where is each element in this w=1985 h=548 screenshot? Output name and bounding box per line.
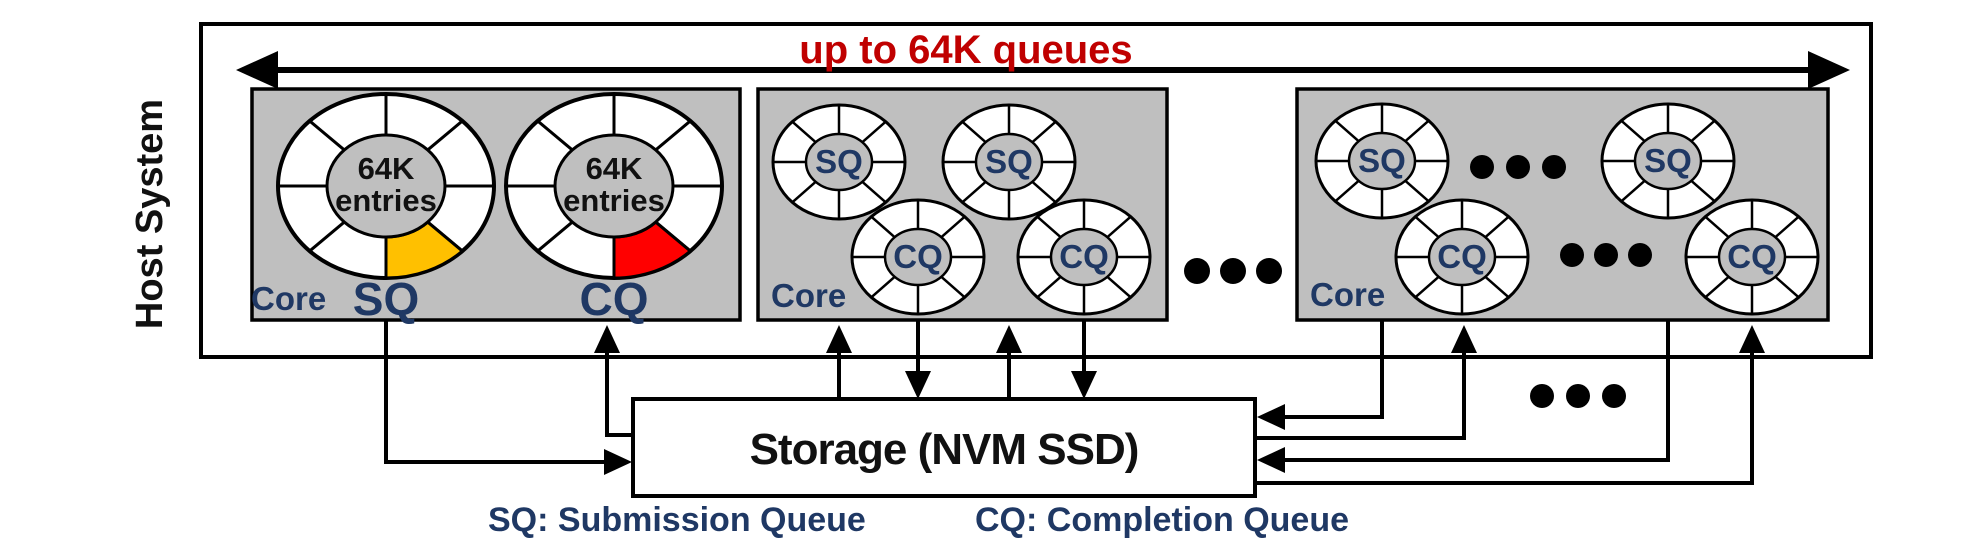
- core1-cq-capacity-line1: 64K: [586, 151, 643, 186]
- arrowhead-left-icon: [1257, 447, 1285, 473]
- core3-sq1-wheel: SQ: [1314, 102, 1450, 220]
- core2-sq2-label: SQ: [985, 143, 1033, 180]
- core3-sq1-label: SQ: [1358, 142, 1406, 179]
- span-arrow-right-head-icon: [1808, 51, 1850, 89]
- arrow-storage-to-core1-cq: [594, 325, 633, 437]
- arrow-core2-cq2-to-storage: [1071, 321, 1097, 399]
- arrowhead-up-icon: [594, 325, 620, 353]
- arrow-storage-to-core2-sq1: [826, 325, 852, 399]
- core3-sq2-label: SQ: [1644, 142, 1692, 179]
- core3-cq1-wheel: CQ: [1394, 198, 1530, 316]
- core1-cq-wheel: 64K entries: [504, 92, 724, 280]
- span-arrow: [236, 51, 1850, 89]
- core2-cq2-wheel: CQ: [1016, 198, 1152, 316]
- ellipsis-dots-core3-cq-row-icon: [1560, 243, 1652, 267]
- storage-label: Storage (NVM SSD): [750, 425, 1139, 474]
- arrowhead-right-icon: [604, 449, 632, 475]
- core2-cq1-label: CQ: [893, 238, 943, 275]
- core1-label: Core: [251, 280, 326, 317]
- arrow-core3-sq2-to-storage: [1257, 321, 1670, 473]
- arrow-storage-to-core2-sq2: [996, 325, 1022, 399]
- diagram-title: up to 64K queues: [799, 28, 1132, 72]
- arrowhead-up-icon: [1739, 325, 1765, 353]
- arrowhead-down-icon: [905, 371, 931, 399]
- arrow-storage-to-core3-cq2: [1255, 325, 1765, 485]
- core1-cq-capacity-line2: entries: [563, 183, 665, 218]
- ellipsis-dots-more-connections-icon: [1530, 384, 1626, 408]
- core1-sq-label: SQ: [353, 273, 419, 325]
- core3-cq2-wheel: CQ: [1684, 198, 1820, 316]
- core2-label: Core: [771, 277, 846, 314]
- core2-cq1-wheel: CQ: [850, 198, 986, 316]
- legend-cq: CQ: Completion Queue: [975, 501, 1349, 539]
- arrowhead-down-icon: [1071, 371, 1097, 399]
- core3-sq2-wheel: SQ: [1600, 102, 1736, 220]
- arrow-core1-sq-to-storage: [384, 321, 632, 475]
- span-arrow-left-head-icon: [236, 51, 278, 89]
- arrowhead-up-icon: [826, 325, 852, 353]
- host-system-label: Host System: [129, 99, 171, 329]
- core1-sq-wheel: 64K entries: [276, 92, 496, 280]
- core1-sq-capacity-line2: entries: [335, 183, 437, 218]
- core3-cq2-label: CQ: [1727, 238, 1777, 275]
- core3-label: Core: [1310, 276, 1385, 313]
- legend-sq: SQ: Submission Queue: [488, 501, 866, 539]
- ellipsis-dots-core3-sq-row-icon: [1470, 155, 1566, 179]
- core3-cq1-label: CQ: [1437, 238, 1487, 275]
- arrow-core2-cq1-to-storage: [905, 321, 931, 399]
- arrow-core3-sq1-to-storage: [1257, 321, 1384, 430]
- core1-sq-capacity-line1: 64K: [358, 151, 415, 186]
- core2-sq1-label: SQ: [815, 143, 863, 180]
- core2-cq2-label: CQ: [1059, 238, 1109, 275]
- arrowhead-left-icon: [1257, 404, 1285, 430]
- arrowhead-up-icon: [996, 325, 1022, 353]
- arrow-storage-to-core3-cq1: [1255, 325, 1477, 440]
- core2-sq1-wheel: SQ: [771, 103, 907, 221]
- ellipsis-dots-between-core2-core3-icon: [1184, 258, 1282, 284]
- core2-sq2-wheel: SQ: [941, 103, 1077, 221]
- arrowhead-up-icon: [1451, 325, 1477, 353]
- core1-cq-label: CQ: [580, 273, 649, 325]
- storage-box: [631, 397, 1257, 498]
